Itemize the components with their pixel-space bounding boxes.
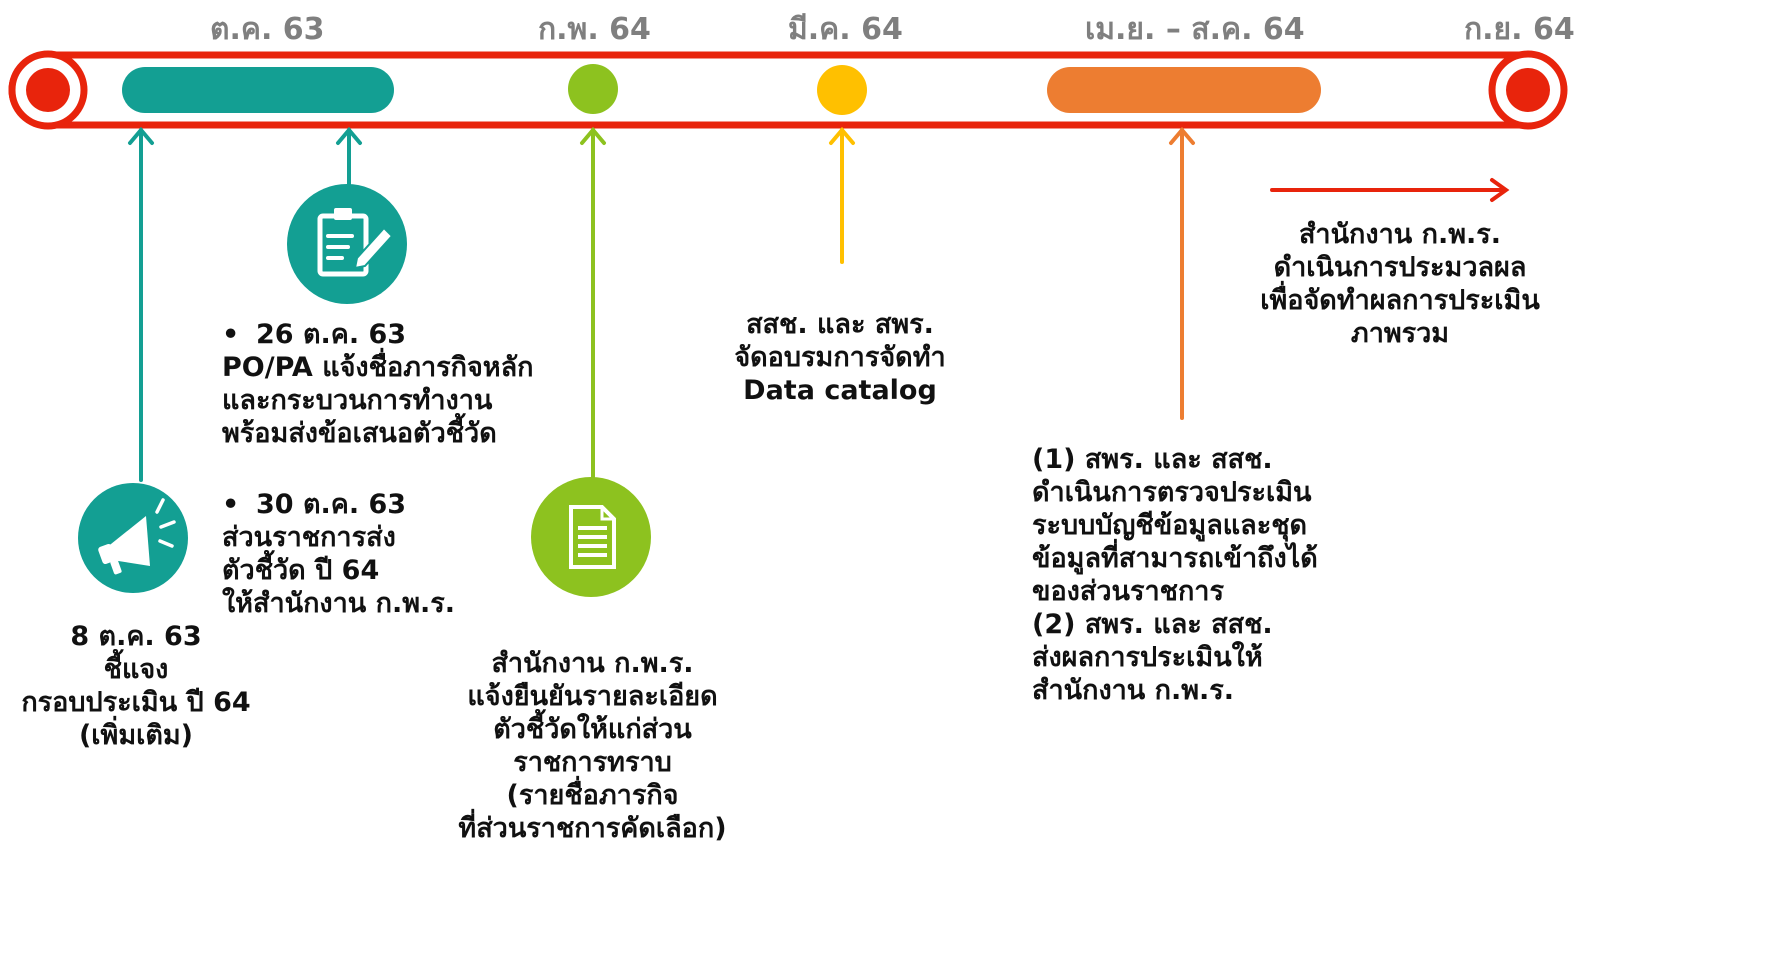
mar-marker bbox=[817, 65, 867, 115]
month-label-mar: มี.ค. 64 bbox=[788, 12, 903, 47]
apr-aug-arrow bbox=[1169, 126, 1195, 420]
feb-line-6: ที่ส่วนราชการคัดเลือก) bbox=[458, 813, 727, 844]
oct30-date: 30 ต.ค. 63 bbox=[256, 489, 407, 520]
mar-line-1: สสช. และ สพร. bbox=[746, 309, 934, 340]
oct26-line-3: พร้อมส่งข้อเสนอตัวชี้วัด bbox=[222, 418, 497, 449]
sep-arrow bbox=[1270, 178, 1510, 202]
oct30-text: • 30 ต.ค. 63 ส่วนราชการส่ง ตัวชี้วัด ปี 6… bbox=[222, 488, 455, 620]
apr-aug-line-2: ดำเนินการตรวจประเมิน bbox=[1032, 477, 1312, 508]
bullet-icon: • bbox=[222, 489, 240, 520]
oct26-line-1: PO/PA แจ้งชื่อภารกิจหลัก bbox=[222, 352, 534, 383]
sep-line-1: สำนักงาน ก.พ.ร. bbox=[1298, 219, 1502, 250]
sep-text: สำนักงาน ก.พ.ร. ดำเนินการประมวลผล เพื่อจ… bbox=[1230, 218, 1570, 350]
oct8-line-1: ชี้แจง bbox=[103, 654, 169, 685]
feb-line-2: แจ้งยืนยันรายละเอียด bbox=[467, 681, 718, 712]
mar-arrow bbox=[829, 126, 855, 264]
timeline-end-dot bbox=[1506, 68, 1550, 112]
megaphone-icon bbox=[78, 483, 188, 593]
apr-aug-line-6: (2) สพร. และ สสช. bbox=[1032, 609, 1273, 640]
oct26-arrow bbox=[336, 126, 362, 187]
feb-text: สำนักงาน ก.พ.ร. แจ้งยืนยันรายละเอียด ตัว… bbox=[420, 647, 765, 845]
oct30-line-1: ส่วนราชการส่ง bbox=[222, 522, 396, 553]
oct30-line-3: ให้สำนักงาน ก.พ.ร. bbox=[222, 588, 456, 619]
sep-line-3: เพื่อจัดทำผลการประเมิน bbox=[1260, 285, 1540, 316]
apr-aug-line-7: ส่งผลการประเมินให้ bbox=[1032, 642, 1263, 673]
apr-aug-line-4: ข้อมูลที่สามารถเข้าถึงได้ bbox=[1032, 543, 1318, 574]
timeline-start-dot bbox=[26, 68, 70, 112]
apr-aug-text: (1) สพร. และ สสช. ดำเนินการตรวจประเมิน ร… bbox=[1032, 443, 1318, 707]
feb-marker bbox=[568, 64, 618, 114]
sep-line-4: ภาพรวม bbox=[1350, 318, 1450, 349]
feb-arrow bbox=[580, 126, 606, 480]
apr-aug-line-5: ของส่วนราชการ bbox=[1032, 576, 1224, 607]
feb-line-3: ตัวชี้วัดให้แก่ส่วน bbox=[493, 714, 692, 745]
oct8-date: 8 ต.ค. 63 bbox=[70, 621, 202, 652]
feb-line-4: ราชการทราบ bbox=[513, 747, 672, 778]
oct30-line-2: ตัวชี้วัด ปี 64 bbox=[222, 555, 380, 586]
feb-line-5: (รายชื่อภารกิจ bbox=[506, 780, 679, 811]
mar-line-3: Data catalog bbox=[743, 375, 937, 406]
feb-line-1: สำนักงาน ก.พ.ร. bbox=[491, 648, 694, 679]
oct8-arrow bbox=[128, 126, 154, 482]
document-icon bbox=[531, 477, 651, 597]
oct8-text: 8 ต.ค. 63 ชี้แจง กรอบประเมิน ปี 64 (เพิ่… bbox=[8, 620, 264, 752]
month-label-apr-aug: เม.ย. – ส.ค. 64 bbox=[1085, 12, 1305, 47]
oct8-line-3: (เพิ่มเติม) bbox=[78, 720, 194, 751]
apr-aug-line-3: ระบบบัญชีข้อมูลและชุด bbox=[1032, 510, 1308, 541]
apr-aug-line-8: สำนักงาน ก.พ.ร. bbox=[1032, 675, 1235, 706]
sep-line-2: ดำเนินการประมวลผล bbox=[1273, 252, 1527, 283]
mar-line-2: จัดอบรมการจัดทำ bbox=[734, 342, 946, 373]
oct26-text: • 26 ต.ค. 63 PO/PA แจ้งชื่อภารกิจหลัก และ… bbox=[222, 318, 533, 450]
mar-text: สสช. และ สพร. จัดอบรมการจัดทำ Data catal… bbox=[700, 308, 980, 407]
month-label-oct: ต.ค. 63 bbox=[210, 12, 325, 47]
apr-aug-segment bbox=[1047, 67, 1321, 113]
clipboard-edit-icon bbox=[287, 184, 407, 304]
bullet-icon: • bbox=[222, 319, 240, 350]
month-label-feb: ก.พ. 64 bbox=[538, 12, 651, 47]
oct-segment bbox=[122, 67, 394, 113]
month-label-sep: ก.ย. 64 bbox=[1464, 12, 1575, 47]
apr-aug-line-1: (1) สพร. และ สสช. bbox=[1032, 444, 1273, 475]
oct26-line-2: และกระบวนการทำงาน bbox=[222, 385, 493, 416]
oct26-date: 26 ต.ค. 63 bbox=[256, 319, 407, 350]
oct8-line-2: กรอบประเมิน ปี 64 bbox=[21, 687, 251, 718]
